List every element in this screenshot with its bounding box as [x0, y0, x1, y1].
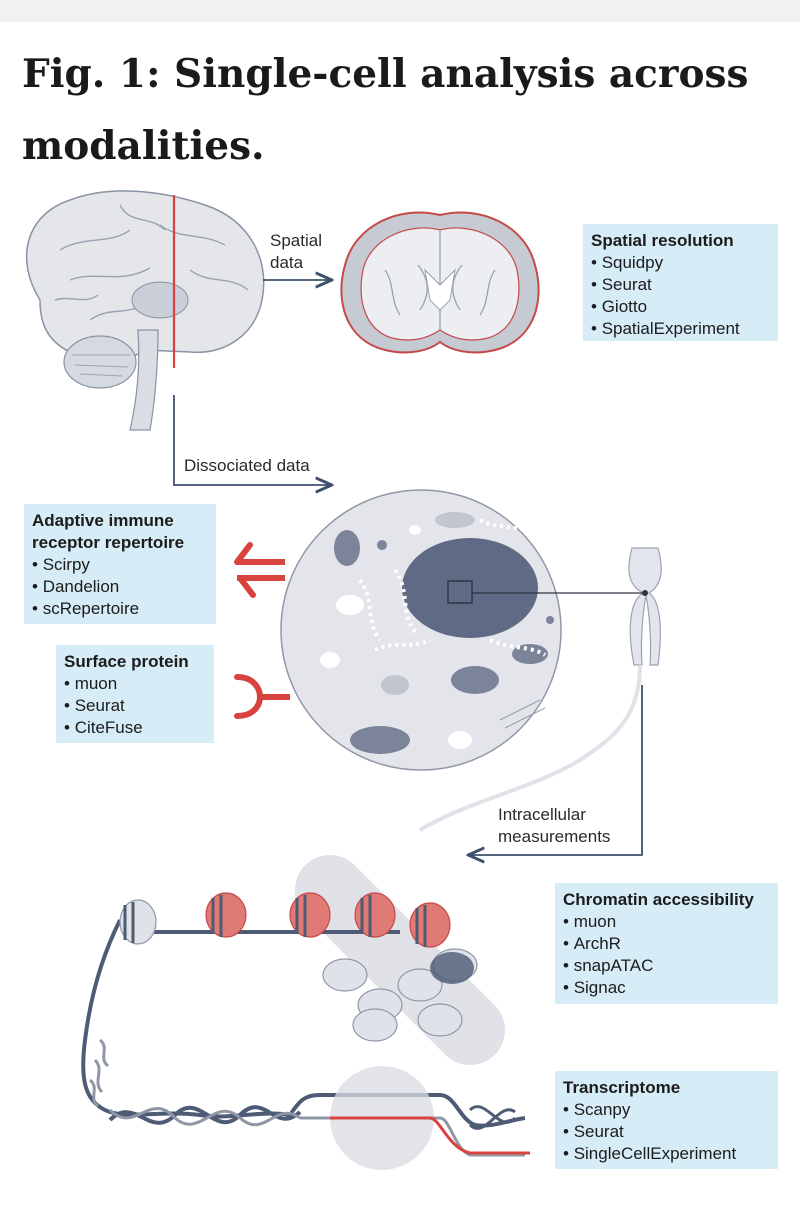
- box-heading: Transcriptome: [563, 1078, 681, 1097]
- box-heading: Spatial resolution: [591, 231, 734, 250]
- nucleosome-accessible: [409, 902, 451, 948]
- surface-protein-icon: [234, 674, 290, 719]
- tool-item: SingleCellExperiment: [563, 1143, 770, 1165]
- dna-fiber: [418, 664, 642, 832]
- top-bar: [0, 0, 800, 22]
- box-heading: Surface protein: [64, 652, 189, 671]
- brain-sagittal-illustration: [25, 190, 265, 431]
- tool-item: ArchR: [563, 933, 770, 955]
- figure-title: Fig. 1: Single-cell analysis across moda…: [22, 51, 749, 169]
- tool-item: snapATAC: [563, 955, 770, 977]
- chromatin-accessibility-box: Chromatin accessibility muon ArchR snapA…: [555, 883, 778, 1004]
- nucleosome-accessible: [289, 892, 331, 938]
- surface-protein-box: Surface protein muon Seurat CiteFuse: [56, 645, 214, 743]
- tool-item: Signac: [563, 977, 770, 999]
- brain-coronal-section: [340, 211, 540, 354]
- chromosome-icon: [628, 547, 662, 666]
- transcriptome-box: Transcriptome Scanpy Seurat SingleCellEx…: [555, 1071, 778, 1169]
- dissociated-data-label: Dissociated data: [184, 456, 310, 475]
- nucleosomes: [119, 892, 451, 948]
- tool-item: Dandelion: [32, 576, 208, 598]
- tool-item: Scirpy: [32, 554, 208, 576]
- transcription-bubble: [108, 1066, 530, 1170]
- tool-item: Squidpy: [591, 252, 770, 274]
- adaptive-immune-box: Adaptive immune receptor repertoire Scir…: [24, 504, 216, 624]
- cell-illustration: [280, 489, 562, 771]
- tool-item: Seurat: [563, 1121, 770, 1143]
- intracellular-measurements-label: Intracellular measurements: [498, 805, 611, 846]
- dissociated-arrow: [173, 395, 330, 485]
- immune-receptor-icon: [234, 542, 285, 598]
- tool-item: SpatialExperiment: [591, 318, 770, 340]
- box-heading: Adaptive immune: [32, 511, 174, 530]
- tool-item: Seurat: [591, 274, 770, 296]
- intracellular-arrow: [470, 685, 643, 855]
- tool-item: Seurat: [64, 695, 206, 717]
- box-heading: Chromatin accessibility: [563, 890, 754, 909]
- box-heading: receptor repertoire: [32, 533, 185, 552]
- tool-item: CiteFuse: [64, 717, 206, 739]
- tool-item: muon: [64, 673, 206, 695]
- tool-item: muon: [563, 911, 770, 933]
- spatial-resolution-box: Spatial resolution Squidpy Seurat Giotto…: [583, 224, 778, 341]
- nucleosome-accessible: [205, 892, 247, 938]
- nucleosome-accessible: [354, 892, 396, 938]
- spatial-data-label: Spatial data: [270, 231, 322, 272]
- tool-item: Scanpy: [563, 1099, 770, 1121]
- tool-item: scRepertoire: [32, 598, 208, 620]
- chromatin-fiber: [295, 855, 505, 1065]
- tool-item: Giotto: [591, 296, 770, 318]
- nucleosome: [119, 899, 157, 945]
